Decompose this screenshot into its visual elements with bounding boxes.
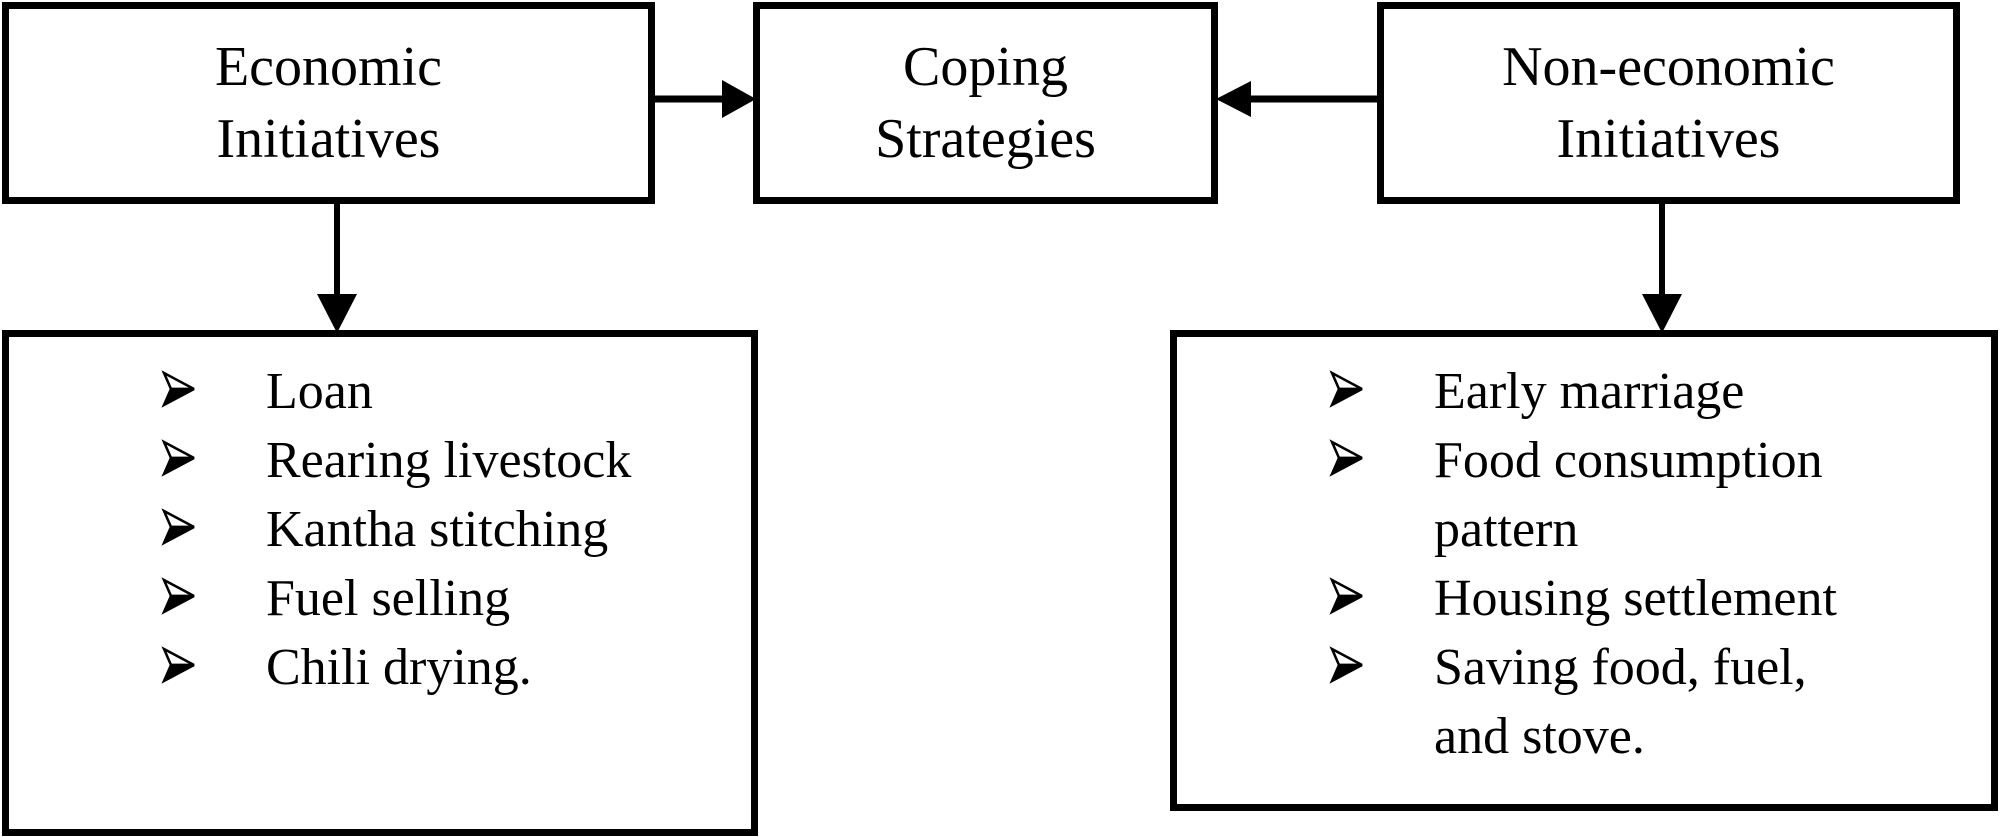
arrowhead-bullet-icon (161, 646, 197, 684)
economic-items-box: Loan Rearing livestock Kantha stitching … (2, 330, 758, 836)
list-item-text: Housing settlement (1434, 570, 1837, 627)
arrowhead-bullet-icon (1329, 646, 1365, 684)
arrowhead-bullet-icon (1329, 370, 1365, 408)
node-economic-initiatives: Economic Initiatives (2, 2, 655, 204)
arrow-noneconomic-to-list (1642, 204, 1682, 333)
arrow-economic-to-coping (655, 80, 756, 118)
arrow-noneconomic-to-coping (1216, 81, 1379, 117)
node-title-line: Initiatives (216, 108, 441, 170)
list-item-text: Saving food, fuel, (1434, 639, 1807, 696)
node-title-line: Strategies (875, 108, 1096, 170)
arrowhead-bullet-icon (161, 577, 197, 615)
list-item: Rearing livestock (9, 426, 751, 495)
node-coping-strategies: Coping Strategies (753, 2, 1218, 204)
list-item-text: Early marriage (1434, 363, 1745, 420)
list-item-text: pattern (1434, 501, 1579, 558)
node-non-economic-initiatives: Non-economic Initiatives (1377, 2, 1960, 204)
arrowhead-bullet-icon (1329, 439, 1365, 477)
non-economic-items-box: Early marriage Food consumption pattern H… (1170, 330, 1998, 811)
list-item: Kantha stitching (9, 495, 751, 564)
node-title-line: Non-economic (1502, 36, 1835, 98)
list-item: Loan (9, 357, 751, 426)
arrowhead-bullet-icon (161, 439, 197, 477)
arrowhead-bullet-icon (161, 508, 197, 546)
list-item: Chili drying. (9, 633, 751, 702)
node-title-line: Coping (903, 36, 1068, 98)
list-item-text: Food consumption (1434, 432, 1823, 489)
arrow-economic-to-list (317, 204, 357, 333)
list-item: Saving food, fuel, and stove. (1177, 633, 1991, 771)
node-title-line: Economic (214, 36, 443, 98)
list-item-text: Rearing livestock (266, 432, 632, 489)
economic-items-list: Loan Rearing livestock Kantha stitching … (9, 337, 751, 702)
list-item: Housing settlement (1177, 564, 1991, 633)
list-item: Food consumption pattern (1177, 426, 1991, 564)
arrowhead-bullet-icon (1329, 577, 1365, 615)
non-economic-items-list: Early marriage Food consumption pattern H… (1177, 337, 1991, 771)
list-item-text: Chili drying. (266, 639, 532, 696)
list-item: Early marriage (1177, 357, 1991, 426)
list-item-text: Fuel selling (266, 570, 511, 627)
list-item-text: Loan (266, 363, 373, 420)
arrowhead-bullet-icon (161, 370, 197, 408)
list-item: Fuel selling (9, 564, 751, 633)
list-item-text: Kantha stitching (266, 501, 609, 558)
list-item-text: and stove. (1434, 708, 1645, 765)
node-title-line: Initiatives (1556, 108, 1781, 170)
